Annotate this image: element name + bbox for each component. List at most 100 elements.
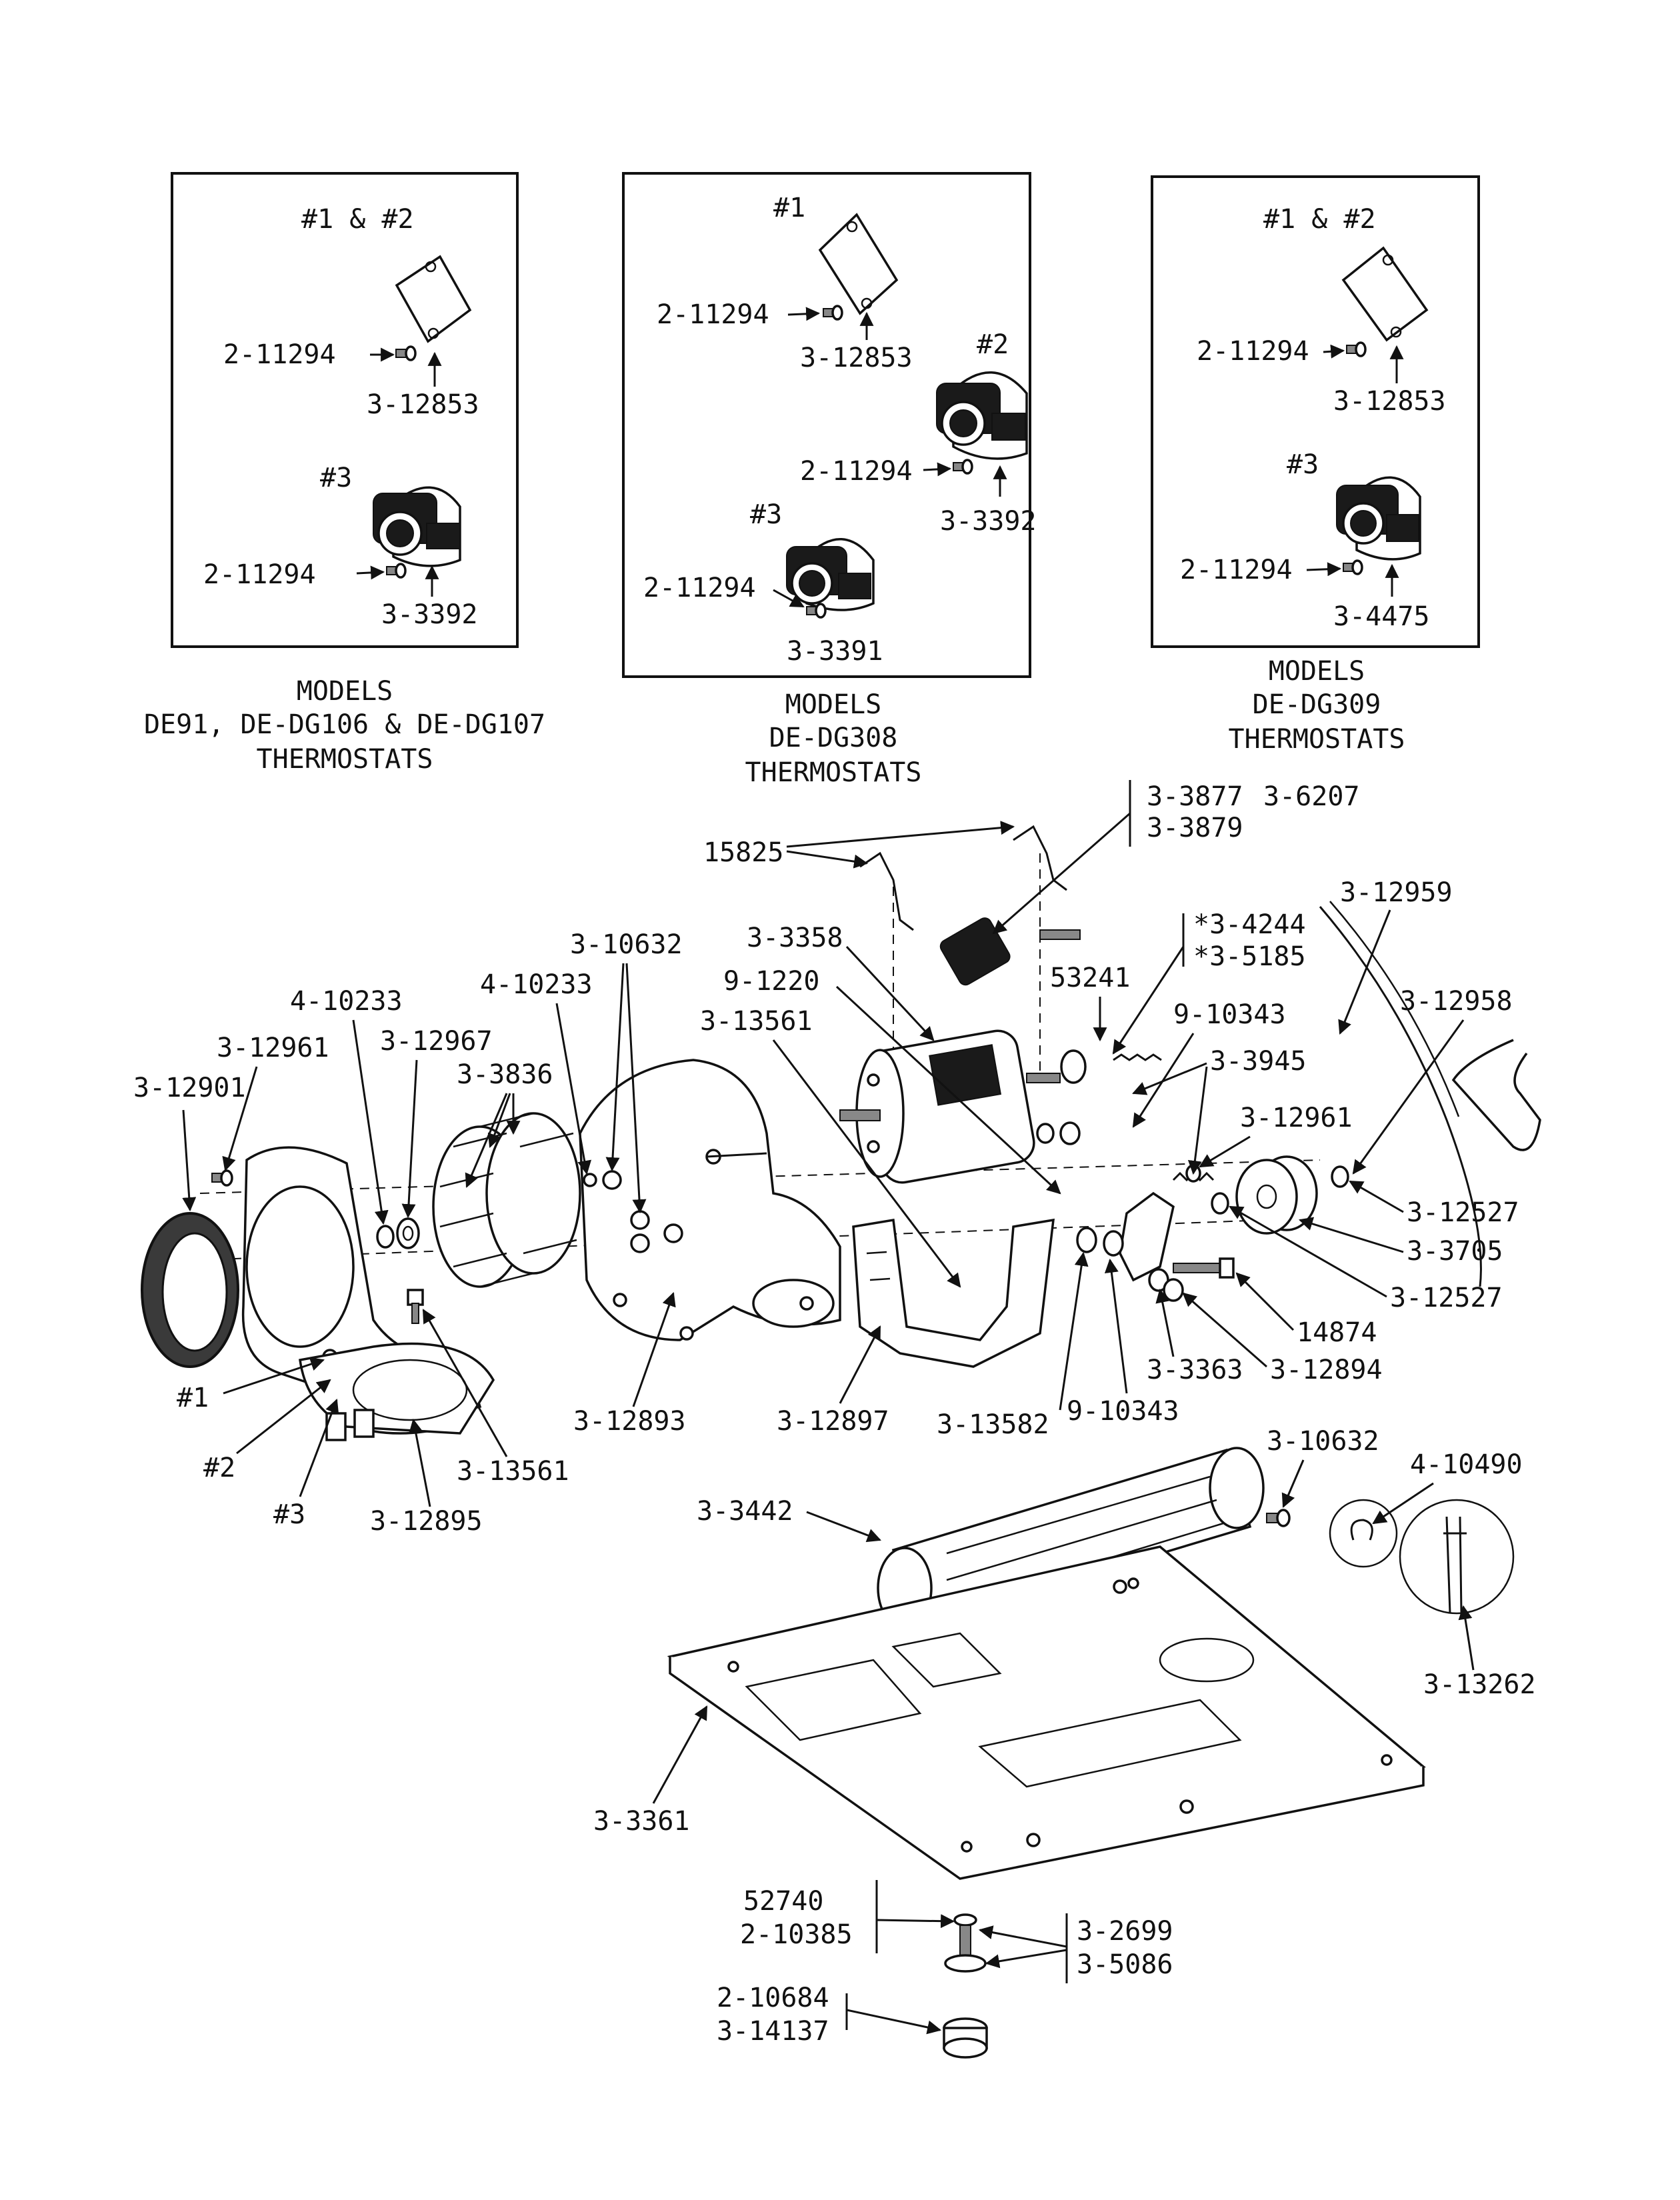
- inset-1-caption-line-3: THERMOSTATS: [257, 744, 433, 775]
- callout-washer-c: 9-10343: [1067, 1396, 1179, 1427]
- leader-motor: [845, 945, 935, 1041]
- leader-idler-arm: [1155, 1288, 1175, 1357]
- leader-clamp-screw: [772, 1039, 961, 1288]
- inset-1-caption-line-1: MODELS: [297, 676, 393, 707]
- callout-thermostat-3: #3: [273, 1499, 305, 1530]
- inset-3-screw-lower: [1343, 559, 1363, 575]
- inset-2-thermostat-2: [936, 371, 1028, 460]
- leader-thermostat-3: [299, 1399, 339, 1497]
- housing-screws: [602, 1170, 683, 1253]
- inset-2-screw-3: [806, 603, 827, 619]
- callout-foot-nut-a: 52740: [743, 1886, 823, 1917]
- callout-clip-right: 4-10233: [480, 969, 593, 1000]
- callout-foot-pad-b: 3-14137: [717, 2016, 829, 2047]
- inset-2-thermostat-number-3: #3: [750, 499, 782, 530]
- callout-motor-mount: 3-12897: [777, 1406, 889, 1437]
- inset-2-thermostat-number-2: #2: [977, 329, 1009, 360]
- callout-bracket-pivot: 3-13582: [937, 1409, 1049, 1440]
- inset-1-thermostat-label: 3-3392: [381, 599, 478, 630]
- inset-2-frame: [622, 172, 1031, 678]
- leader-foot-nut: [876, 1914, 955, 1929]
- heater-screw: [1266, 1509, 1291, 1527]
- cable-tie: [1443, 1516, 1467, 1614]
- inset-2-screw-arrow-1: [787, 307, 821, 321]
- inset-2-cover-hole-lower: [861, 297, 873, 309]
- callout-washer-a: 3-12527: [1407, 1197, 1519, 1228]
- leader-bearing: [1112, 946, 1185, 1055]
- leader-heater-tube: [806, 1511, 881, 1543]
- inset-1-thermostat-number-3: #3: [320, 463, 352, 493]
- callout-motor-harness: 9-1220: [723, 966, 820, 997]
- callout-hub-nut: 3-12967: [380, 1026, 493, 1057]
- inset-1-screw-label-lower: 2-11294: [203, 559, 316, 590]
- drive-motor: [839, 1029, 1087, 1184]
- callout-motor: 3-3358: [747, 923, 843, 953]
- callout-leveler-a: 3-2699: [1077, 1916, 1173, 1947]
- callout-front-screw: 3-12961: [217, 1033, 329, 1063]
- callout-idler-bolt: 14874: [1297, 1317, 1377, 1348]
- inset-3-caption-line-1: MODELS: [1269, 656, 1365, 687]
- blower-housing: [579, 1059, 841, 1341]
- leader-clip-right: [555, 1003, 592, 1175]
- motor-mount: [852, 1218, 1055, 1368]
- idler-bolt: [1173, 1257, 1235, 1279]
- spring: [1113, 1053, 1215, 1182]
- inset-1-caption-line-2: DE91, DE-DG106 & DE-DG107: [144, 709, 545, 740]
- inset-3-cover-hole: [1382, 254, 1394, 266]
- callout-leveler-b: 3-5086: [1077, 1949, 1173, 1980]
- leader-belt: [1352, 1019, 1465, 1175]
- inset-3-thermostat-number-1-2: #1 & #2: [1263, 204, 1376, 235]
- callout-idler-arm: 3-3363: [1147, 1355, 1243, 1385]
- inset-2-screw-2: [953, 459, 973, 475]
- inset-1-screw-label-upper: 2-11294: [223, 339, 336, 370]
- leader-blower-wheel-2: [487, 1093, 511, 1148]
- leader-brackets-1: [786, 850, 869, 869]
- callout-screw-set: 3-10632: [570, 929, 683, 960]
- inset-1-cover-hole: [425, 261, 437, 273]
- callout-foot-nut-b: 2-10385: [740, 1919, 853, 1950]
- inset-3: #1 & #2 2-11294 3-12853 #3 2-11294 3-447…: [1151, 175, 1480, 755]
- leader-switch: [992, 812, 1131, 935]
- motor-switch: [939, 917, 1081, 986]
- callout-housing-cover: 3-12895: [370, 1506, 483, 1537]
- leader-washer-b: [1229, 1205, 1387, 1298]
- leader-thermostat-2: [236, 1379, 331, 1455]
- leader-idler-nut: [1182, 1292, 1267, 1368]
- leader-idler-pulley: [1298, 1217, 1404, 1253]
- inset-1-frame: [171, 172, 519, 648]
- leader-motor-harness: [835, 985, 1061, 1195]
- inset-3-cover-hole-lower: [1390, 326, 1402, 338]
- callout-cable-tie: 3-13262: [1423, 1669, 1536, 1700]
- callout-washer-b: 3-12527: [1390, 1283, 1503, 1313]
- base-plate: [667, 1545, 1426, 1880]
- inset-3-caption-line-3: THERMOSTATS: [1229, 724, 1405, 755]
- front-screw: [211, 1169, 233, 1187]
- callout-base: 3-3361: [593, 1806, 690, 1837]
- inset-3-screw-label-upper: 2-11294: [1197, 336, 1309, 367]
- callout-heater-tube: 3-3442: [697, 1496, 793, 1527]
- wire-clip-detail: [1329, 1499, 1398, 1568]
- drive-belt-inner: [1329, 901, 1460, 1117]
- callout-switch-c: 3-3879: [1147, 813, 1243, 843]
- inset-2: #1 2-11294 3-12853 #2 2-11294 3-3392 #3: [622, 172, 1037, 788]
- drive-belt: [1319, 906, 1482, 1287]
- inset-1-screw-lower: [386, 563, 407, 579]
- inset-2-screw-label-1: 2-11294: [657, 299, 769, 330]
- inset-2-cover-plate: [818, 213, 899, 315]
- inset-3-thermostat-label: 3-4475: [1333, 601, 1430, 632]
- callouts: 15825 3-3877 3-6207 3-3879 3-12959 *3-42…: [133, 780, 1536, 2047]
- callout-heater-screw: 3-10632: [1267, 1426, 1379, 1457]
- leader-hub-nut: [401, 1059, 418, 1219]
- leader-spring-2: [1187, 1066, 1208, 1175]
- callout-wire-clip: 4-10490: [1410, 1449, 1523, 1480]
- leveling-foot: [943, 1913, 988, 2059]
- inset-3-cover-plate: [1341, 246, 1429, 342]
- inset-3-cover-label: 3-12853: [1333, 386, 1446, 417]
- idler-pulley: [1235, 1155, 1318, 1235]
- clip-washer-left: [376, 1225, 395, 1249]
- inset-3-screw-upper: [1346, 341, 1367, 357]
- inset-1-thermostat-number-1-2: #1 & #2: [301, 204, 414, 235]
- callout-switch-b: 3-6207: [1263, 781, 1360, 812]
- leader-clip-left: [352, 1019, 389, 1225]
